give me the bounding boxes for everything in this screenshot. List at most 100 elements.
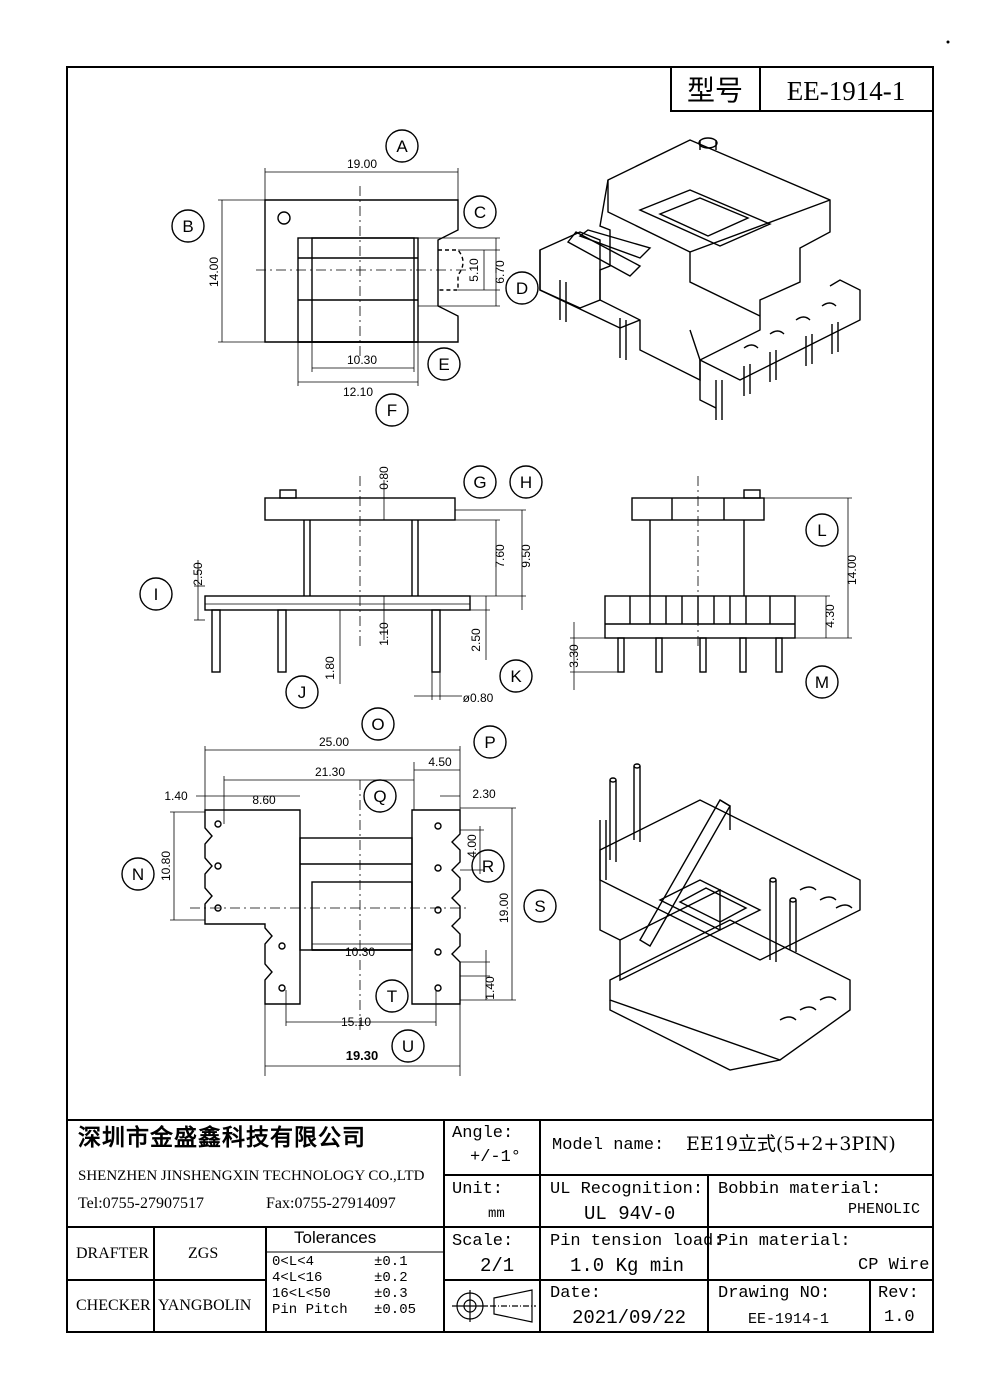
drafter-value: ZGS bbox=[188, 1245, 219, 1262]
model-name-value: EE19立式(5+2+3PIN) bbox=[686, 1133, 896, 1155]
top-view-labels: 19.00 14.00 5.10 6.70 10.30 12.10 bbox=[207, 157, 507, 399]
dim-label: 21.30 bbox=[315, 765, 345, 779]
model-code: EE-1914-1 bbox=[787, 76, 905, 106]
dim-label: 10.30 bbox=[345, 945, 375, 959]
dim-label: 1.40 bbox=[483, 976, 497, 1000]
marker-letter: B bbox=[182, 217, 193, 236]
side-view bbox=[570, 476, 852, 690]
tolerance-value: ±0.2 bbox=[374, 1270, 408, 1286]
ul-recognition-value: UL 94V-0 bbox=[584, 1203, 676, 1225]
drafter-label: DRAFTER bbox=[76, 1245, 149, 1262]
title-block-grid bbox=[67, 1119, 933, 1332]
dim-label: 4.30 bbox=[823, 604, 837, 628]
marker-letter: C bbox=[474, 203, 486, 222]
dim-label: 19.00 bbox=[347, 157, 377, 171]
front-view-markers bbox=[139, 465, 543, 709]
marker-letter: O bbox=[371, 715, 384, 734]
dim-label: 5.10 bbox=[467, 258, 481, 282]
side-view-labels: 14.00 4.30 3.30 bbox=[567, 555, 859, 668]
marker-letter: D bbox=[516, 279, 528, 298]
dim-label: 2.30 bbox=[472, 787, 496, 801]
dim-label: 10.30 bbox=[347, 353, 377, 367]
checker-value: YANGBOLIN bbox=[158, 1297, 252, 1314]
front-view bbox=[194, 476, 526, 700]
tolerance-row: 16<L<50 ±0.3 bbox=[272, 1286, 442, 1302]
top-view bbox=[218, 168, 500, 386]
projection-symbol-icon bbox=[452, 1289, 536, 1323]
iso-view-bottom bbox=[599, 763, 861, 1071]
marker-letter: Q bbox=[373, 787, 386, 806]
company-name-cn: 深圳市金盛鑫科技有限公司 bbox=[78, 1124, 366, 1151]
pin-material-label: Pin material: bbox=[718, 1232, 851, 1251]
top-view-markers bbox=[171, 129, 539, 427]
side-view-markers bbox=[805, 513, 839, 699]
side-view-marker-letters: L M bbox=[815, 521, 829, 692]
scale-label: Scale: bbox=[452, 1232, 514, 1251]
date-label: Date: bbox=[550, 1284, 602, 1303]
rev-value: 1.0 bbox=[884, 1308, 915, 1327]
marker-letter: H bbox=[520, 473, 532, 492]
marker-letter: F bbox=[387, 401, 397, 420]
drawing-no-value: EE-1914-1 bbox=[748, 1311, 830, 1328]
dim-label: 4.00 bbox=[465, 834, 479, 858]
dim-label: 2.50 bbox=[191, 562, 205, 586]
company-fax: Fax:0755-27914097 bbox=[266, 1195, 396, 1212]
marker-letter: S bbox=[534, 897, 545, 916]
tolerance-row: Pin Pitch ±0.05 bbox=[272, 1302, 442, 1318]
tolerance-range: 16<L<50 bbox=[272, 1286, 331, 1302]
tolerances-title: Tolerances bbox=[294, 1228, 377, 1247]
ul-recognition-label: UL Recognition: bbox=[550, 1180, 704, 1199]
marker-letter: G bbox=[473, 473, 486, 492]
dim-label: 7.60 bbox=[493, 544, 507, 568]
dim-label: 12.10 bbox=[343, 385, 373, 399]
rev-label: Rev: bbox=[878, 1284, 919, 1303]
dim-label: 3.30 bbox=[567, 644, 581, 668]
dim-label: 19.00 bbox=[497, 893, 511, 923]
tolerance-range: Pin Pitch bbox=[272, 1302, 348, 1318]
dim-label: ø0.80 bbox=[463, 691, 494, 705]
pin-tension-value: 1.0 Kg min bbox=[570, 1255, 685, 1277]
dim-label: 1.80 bbox=[323, 656, 337, 680]
dim-label: 1.10 bbox=[377, 622, 391, 646]
pin-material-value: CP Wire bbox=[858, 1256, 930, 1275]
tolerance-value: ±0.05 bbox=[374, 1302, 417, 1318]
sheet-border bbox=[66, 66, 934, 1333]
dim-label: 15.10 bbox=[341, 1015, 371, 1029]
unit-value: mm bbox=[488, 1206, 505, 1222]
dim-label: 1.40 bbox=[164, 789, 188, 803]
tolerance-row: 4<L<16 ±0.2 bbox=[272, 1270, 442, 1286]
marker-letter: T bbox=[387, 987, 397, 1006]
dim-label: 2.50 bbox=[469, 628, 483, 652]
dim-label: 10.80 bbox=[159, 851, 173, 881]
dim-label: 19.30 bbox=[346, 1048, 379, 1063]
company-name-en: SHENZHEN JINSHENGXIN TECHNOLOGY CO.,LTD bbox=[78, 1168, 425, 1184]
checker-label: CHECKER bbox=[76, 1297, 151, 1314]
dim-label: 14.00 bbox=[845, 555, 859, 585]
marker-letter: A bbox=[396, 137, 408, 156]
top-view-marker-letters: A B C D E F bbox=[182, 137, 528, 420]
tolerance-value: ±0.1 bbox=[374, 1254, 408, 1270]
tolerance-value: ±0.3 bbox=[374, 1286, 408, 1302]
dim-label: 14.00 bbox=[207, 257, 221, 287]
marker-letter: E bbox=[438, 355, 449, 374]
angle-label: Angle: bbox=[452, 1124, 514, 1143]
bobbin-material-label: Bobbin material: bbox=[718, 1180, 882, 1199]
header-model-box: 型号 EE-1914-1 bbox=[670, 66, 934, 112]
bottom-view-labels: 25.00 4.50 21.30 1.40 8.60 2.30 4.00 10.… bbox=[159, 735, 511, 1063]
unit-label: Unit: bbox=[452, 1180, 504, 1199]
tolerance-range: 4<L<16 bbox=[272, 1270, 323, 1286]
bobbin-material-value: PHENOLIC bbox=[848, 1201, 921, 1218]
bottom-view-marker-letters: O P Q N R S T U bbox=[132, 715, 546, 1056]
marker-letter: J bbox=[298, 683, 307, 702]
iso-view-top bbox=[539, 137, 861, 420]
dim-label: 0.80 bbox=[377, 466, 391, 490]
bottom-view bbox=[170, 746, 516, 1076]
marker-letter: I bbox=[154, 585, 159, 604]
marker-letter: K bbox=[510, 667, 522, 686]
pin-tension-label: Pin tension load: bbox=[550, 1232, 724, 1251]
dim-label: 9.50 bbox=[519, 544, 533, 568]
dim-label: 8.60 bbox=[252, 793, 276, 807]
type-label: 型号 bbox=[687, 74, 743, 107]
tolerance-row: 0<L<4 ±0.1 bbox=[272, 1254, 442, 1270]
bottom-view-markers bbox=[121, 707, 557, 1063]
